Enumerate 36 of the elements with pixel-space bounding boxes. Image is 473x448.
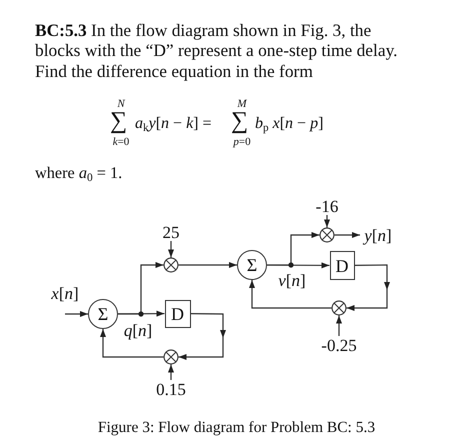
multiplier-symbol	[164, 258, 178, 272]
note-text: where a$_{0}$ = 1.	[35, 163, 122, 183]
multiplier-symbol	[164, 350, 178, 364]
summer-circle: Σ	[237, 250, 267, 280]
arrow	[168, 364, 174, 380]
arrow	[324, 215, 330, 228]
arrow	[346, 264, 390, 311]
equation-text: a$_{k}$y[n − k] =	[135, 114, 212, 134]
signal-label: q[n]	[124, 321, 152, 342]
delay-box: D	[330, 251, 354, 280]
gain-label: -16	[314, 197, 340, 215]
delay-box: D	[164, 300, 190, 328]
arrow	[100, 329, 164, 358]
equation-text: b$_{p}$ x[n − p]	[255, 114, 324, 134]
arrow	[249, 280, 332, 309]
figure-caption: Figure 3: Flow diagram for Problem BC: 5.3	[96, 419, 376, 437]
arrow	[118, 262, 164, 315]
multiplier-symbol	[332, 300, 346, 316]
arrow	[267, 232, 320, 266]
multiplier-symbol	[320, 228, 334, 242]
arrow	[178, 313, 226, 360]
gain-label: y[n]	[360, 226, 396, 244]
signal-label: x[n]	[51, 284, 79, 304]
arrow	[334, 232, 360, 238]
sum-limit: p=0	[233, 136, 251, 150]
signal-label: v[n]	[278, 271, 306, 292]
arrow	[178, 262, 237, 268]
gain-label: 25	[161, 223, 181, 241]
sum-limit: k=0	[112, 136, 130, 150]
arrow	[336, 316, 342, 336]
arrow	[65, 311, 88, 317]
gain-label: 0.15	[154, 380, 188, 398]
summer-circle: Σ	[88, 299, 118, 329]
gain-label: -0.25	[319, 336, 359, 354]
arrow	[168, 241, 174, 258]
problem-text: BC:5.3 In the flow diagram shown in Fig. 3, the blocks with the “D” represent a one-step time delay. Find the difference equation in the form	[35, 20, 398, 82]
